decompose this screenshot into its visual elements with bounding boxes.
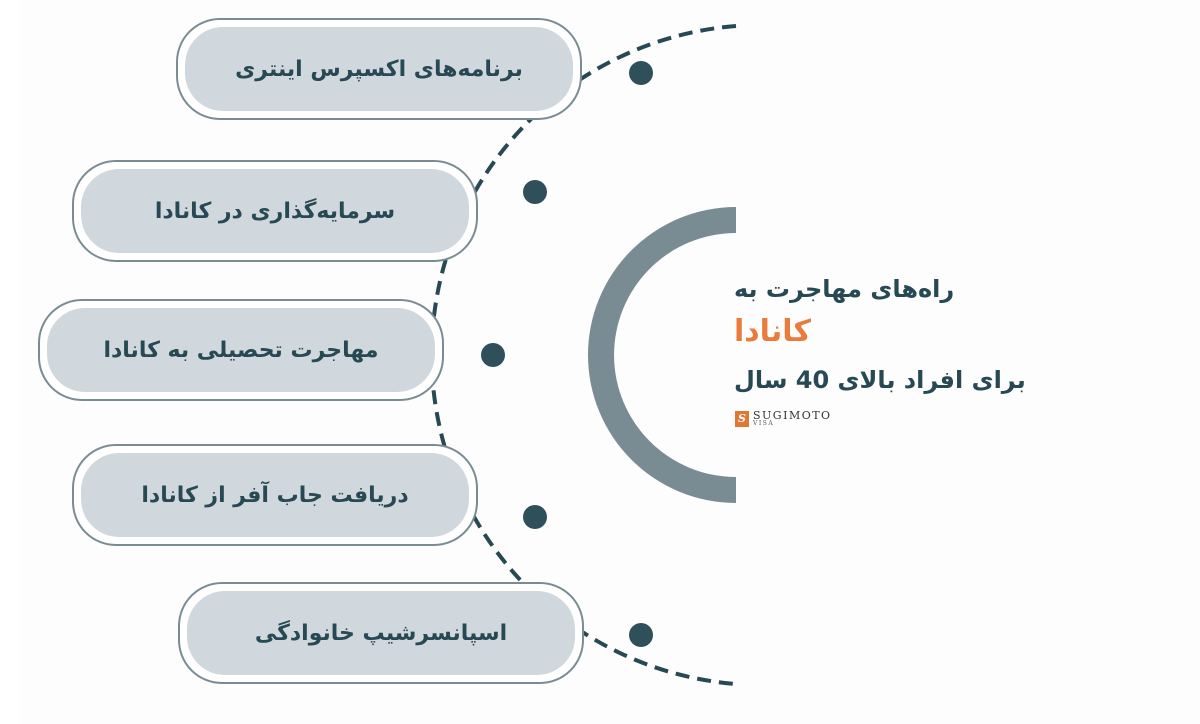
option-label: سرمایه‌گذاری در کانادا bbox=[81, 169, 469, 253]
title-country: کانادا bbox=[734, 314, 811, 349]
timeline-dot-2 bbox=[523, 180, 547, 204]
option-card-family-sponsorship[interactable]: اسپانسرشیپ خانوادگی bbox=[178, 582, 584, 684]
logo-name: SUGIMOTO bbox=[753, 409, 832, 422]
gray-arc bbox=[588, 207, 736, 503]
title-subheading: برای افراد بالای 40 سال bbox=[734, 366, 1026, 394]
option-card-job-offer[interactable]: دریافت جاب آفر از کانادا bbox=[72, 444, 478, 546]
title-heading: راه‌های مهاجرت به bbox=[734, 275, 955, 303]
timeline-dot-5 bbox=[629, 623, 653, 647]
timeline-dot-1 bbox=[629, 61, 653, 85]
option-label: دریافت جاب آفر از کانادا bbox=[81, 453, 469, 537]
logo-wordmark: SUGIMOTO VISA bbox=[753, 410, 832, 427]
option-label: برنامه‌های اکسپرس اینتری bbox=[185, 27, 573, 111]
option-card-investment[interactable]: سرمایه‌گذاری در کانادا bbox=[72, 160, 478, 262]
option-card-study[interactable]: مهاجرت تحصیلی به کانادا bbox=[38, 299, 444, 401]
brand-logo: S SUGIMOTO VISA bbox=[735, 410, 832, 427]
option-label: مهاجرت تحصیلی به کانادا bbox=[47, 308, 435, 392]
option-card-express-entry[interactable]: برنامه‌های اکسپرس اینتری bbox=[176, 18, 582, 120]
timeline-dot-4 bbox=[523, 505, 547, 529]
logo-sub: VISA bbox=[753, 420, 775, 427]
timeline-dot-3 bbox=[481, 343, 505, 367]
logo-mark-icon: S bbox=[735, 410, 749, 427]
option-label: اسپانسرشیپ خانوادگی bbox=[187, 591, 575, 675]
